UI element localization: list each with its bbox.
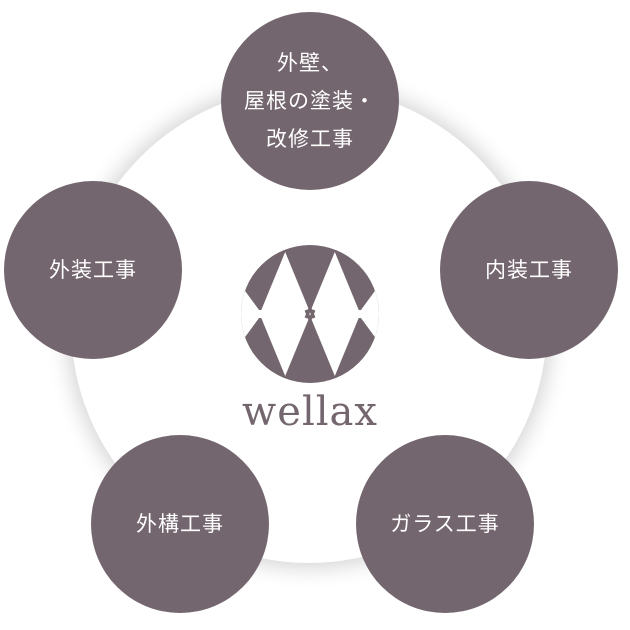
- node-label: 外装工事: [49, 258, 137, 282]
- wellax-logo-mark-icon: [241, 245, 379, 383]
- node-label-line: 外壁、: [277, 51, 343, 75]
- node-exterior-cladding-work: 外装工事: [4, 181, 182, 359]
- node-exterior-wall-roof-painting: 外壁、 屋根の塗装・ 改修工事: [221, 12, 399, 190]
- wellax-logo: wellax: [235, 244, 385, 434]
- node-glass-work: ガラス工事: [356, 435, 534, 613]
- node-label-line: 改修工事: [266, 127, 354, 151]
- node-interior-work: 内装工事: [440, 181, 618, 359]
- node-label: 外構工事: [136, 512, 224, 536]
- node-label-line: 屋根の塗装・: [244, 89, 376, 113]
- node-label: 内装工事: [485, 258, 573, 282]
- node-label: ガラス工事: [390, 512, 500, 536]
- logo-text: wellax: [242, 389, 378, 435]
- node-exterior-landscaping-work: 外構工事: [91, 435, 269, 613]
